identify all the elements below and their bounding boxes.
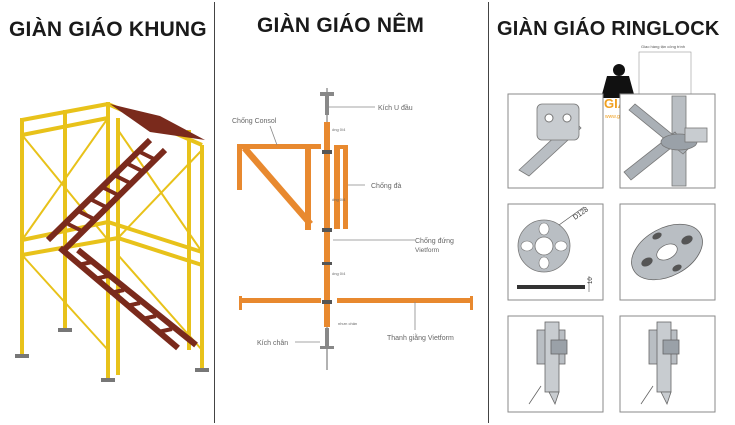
panel-title: GIÀN GIÁO NÊM (257, 14, 425, 37)
standard-tube (324, 122, 330, 327)
divider-1 (214, 2, 215, 423)
base-plates (15, 328, 209, 382)
stair-upper (45, 137, 168, 255)
label-tick-4: nhưn chân (338, 321, 357, 326)
worker-figure (601, 76, 635, 98)
label-base-jack: Kích chân (257, 340, 288, 347)
frame-scaffold-illustration (15, 102, 209, 382)
rosette-top-view: D128 10 (517, 206, 594, 292)
label-brace: Chống đà (371, 181, 401, 190)
label-u-head-jack: Kích U đầu (378, 103, 413, 112)
stair-lower-treads (77, 260, 173, 334)
base-jack (325, 328, 329, 346)
label-standard-1: Chống đứng (415, 236, 454, 245)
label-tick-1: ống 0/4 (332, 127, 346, 132)
ledger-head-drawing (518, 103, 582, 177)
label-tick-2: ống 0/4 (332, 197, 346, 202)
brace-ledger (334, 145, 348, 229)
divider-2 (488, 2, 489, 423)
panel-ringlock-scaffold: GIÀN GIÁO RINGLOCK Giao hàng tận công tr… (489, 0, 735, 425)
rosette-perspective (631, 223, 703, 281)
panel-title: GIÀN GIÁO KHUNG (9, 18, 207, 41)
frame-platform-deck (110, 104, 205, 140)
consol-bracket (237, 144, 321, 230)
wedge-head-2 (640, 321, 680, 406)
node-assembly-drawing (623, 95, 708, 187)
frame-upright-back (20, 102, 204, 380)
panel-wedge-scaffold: GIÀN GIÁO NÊM (215, 0, 488, 425)
panel-frame-scaffold: GIÀN GIÁO KHUNG (0, 0, 214, 425)
label-tick-3: ống 0/4 (332, 271, 346, 276)
thickness-label: 10 (588, 277, 594, 284)
ledger-horizontal (239, 296, 473, 310)
wedge-head-1 (528, 321, 568, 406)
wedge-scaffold-diagram: Kích U đầu Chống Consol Chống đà Chống đ… (232, 88, 473, 370)
svg-text:Giao hàng tận công trình: Giao hàng tận công trình (641, 44, 685, 49)
u-head-jack (325, 95, 329, 115)
ringlock-illustration: Giao hàng tận công trình GIÀN GIÁO www.g… (507, 44, 716, 413)
panel-title: GIÀN GIÁO RINGLOCK (497, 18, 720, 40)
label-consol: Chống Consol (232, 116, 277, 125)
stair-upper-treads (67, 150, 157, 234)
label-ledger: Thanh giằng Vietform (387, 333, 454, 342)
label-standard-2: Vietform (415, 247, 439, 254)
